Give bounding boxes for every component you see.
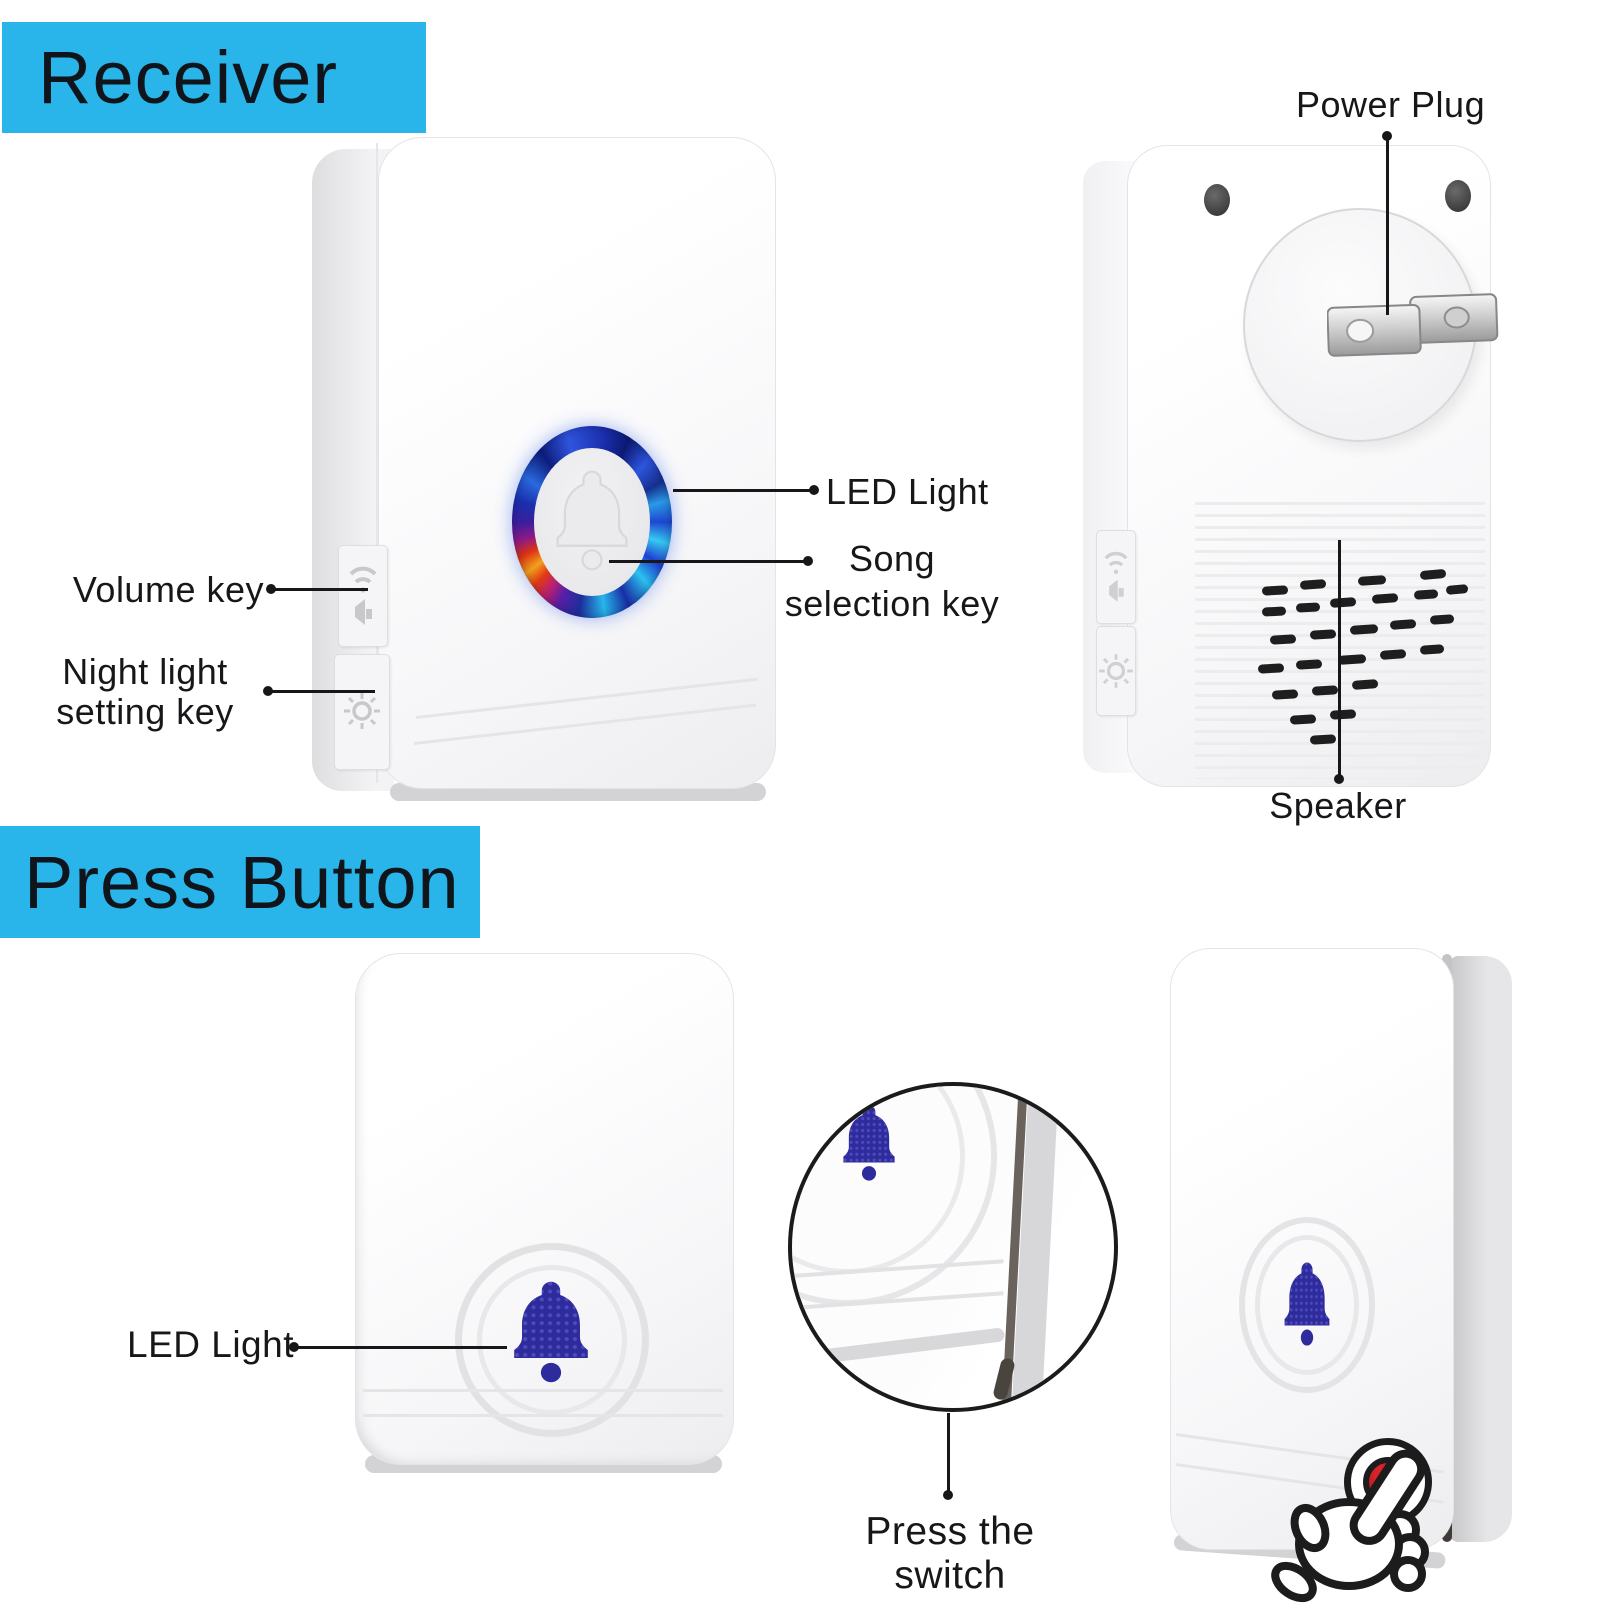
- screw-hole-right: [1445, 180, 1471, 212]
- volume-key-label: Volume key: [72, 569, 264, 610]
- wifi-horn-icon: [1104, 551, 1128, 602]
- speaker-slots: [1258, 569, 1469, 745]
- song-selection-label-line1: Song: [848, 538, 936, 579]
- button-outer-ring: [455, 1243, 649, 1437]
- press-switch-dot: [943, 1490, 953, 1500]
- bell-icon: [1284, 1262, 1330, 1346]
- receiver-back-device: [1075, 145, 1499, 793]
- led-light-receiver-line: [673, 489, 813, 492]
- angled-inner-ring: [1255, 1235, 1359, 1375]
- led-light-receiver-dot: [809, 485, 819, 495]
- power-plug-dot: [1382, 131, 1392, 141]
- angled-outer-ring: [1239, 1217, 1375, 1393]
- back-night-light-key-button: [1096, 626, 1136, 716]
- us-plug-prongs: [1327, 293, 1499, 357]
- press-switch-line: [947, 1413, 950, 1493]
- press-front-groove-2: [363, 1414, 723, 1417]
- led-light-button-label: LED Light: [127, 1324, 294, 1365]
- night-light-label: Night light setting key: [30, 651, 260, 733]
- led-light-button-line: [297, 1346, 507, 1349]
- bell-icon: [843, 1105, 895, 1181]
- song-selection-label: Song selection key: [772, 536, 1012, 626]
- night-light-setting-key-button: [334, 654, 390, 770]
- volume-key-line: [272, 588, 368, 591]
- press-button-banner-text: Press Button: [24, 840, 460, 924]
- screw-hole-left: [1204, 184, 1230, 216]
- bell-icon: [556, 470, 628, 571]
- speaker-label: Speaker: [1269, 785, 1407, 826]
- speaker-dot: [1334, 774, 1344, 784]
- sun-icon: [1099, 654, 1133, 688]
- song-selection-key-button: [534, 448, 650, 596]
- night-light-label-line2: setting key: [56, 691, 234, 733]
- song-selection-line: [609, 560, 807, 563]
- press-button-front-device: [355, 953, 734, 1477]
- song-selection-dot: [803, 556, 813, 566]
- press-button-section-banner: Press Button: [0, 826, 480, 938]
- bell-icon: [514, 1281, 588, 1383]
- receiver-section-banner: Receiver: [2, 22, 426, 133]
- power-plug-line: [1386, 138, 1389, 315]
- night-light-label-line1: Night light: [62, 651, 228, 692]
- power-plug-label: Power Plug: [1296, 84, 1486, 125]
- magnifier-circle: [788, 1082, 1118, 1412]
- night-light-line: [269, 690, 375, 693]
- pressing-hand-icon: [1271, 1449, 1429, 1603]
- receiver-banner-text: Receiver: [38, 36, 338, 119]
- speaker-line: [1338, 540, 1341, 778]
- led-light-receiver-label: LED Light: [826, 471, 989, 512]
- receiver-front-device: [310, 137, 776, 809]
- volume-key-dot: [266, 584, 276, 594]
- song-selection-label-line2: selection key: [784, 583, 1000, 624]
- sun-icon: [344, 693, 380, 729]
- magnified-bottom-rim: [792, 1327, 1006, 1368]
- volume-key-button: [338, 545, 388, 647]
- back-volume-key-button: [1096, 530, 1136, 624]
- receiver-front-seam: [376, 143, 378, 783]
- led-light-button-dot: [289, 1342, 299, 1352]
- press-switch-label: Press the switch: [865, 1510, 1035, 1597]
- angled-side-face: [1450, 956, 1512, 1542]
- button-inner-ring: [477, 1265, 627, 1415]
- press-front-groove-1: [363, 1389, 723, 1392]
- wifi-horn-icon: [349, 566, 377, 625]
- night-light-dot: [263, 686, 273, 696]
